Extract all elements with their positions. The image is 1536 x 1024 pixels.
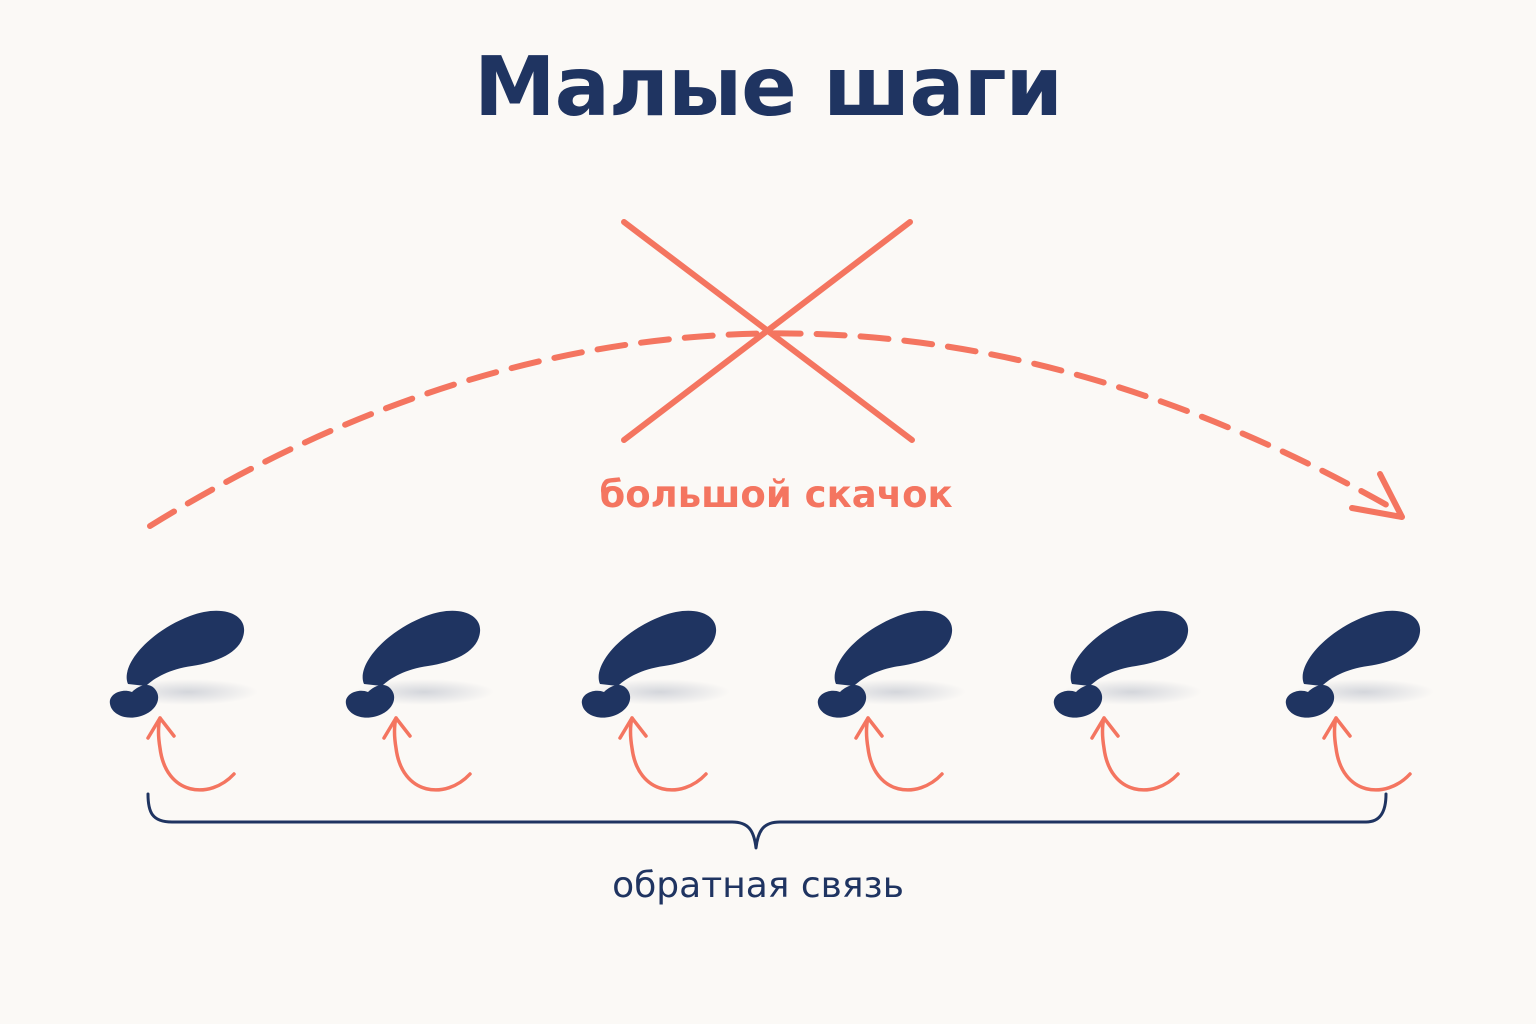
feedback-brace: [146, 792, 1388, 850]
feedback-label: обратная связь: [612, 865, 904, 906]
step-3: [581, 610, 730, 792]
feedback-arrow-icon: [146, 716, 236, 792]
step-5: [1053, 610, 1202, 792]
page-title: Малые шаги: [473, 40, 1063, 135]
feedback-arrow-icon: [1322, 716, 1412, 792]
step-4: [817, 610, 966, 792]
big-jump-arc: [147, 330, 1395, 529]
feedback-arrow-icon: [1090, 716, 1180, 792]
step-1: [109, 610, 258, 792]
feedback-arrow-icon: [618, 716, 708, 792]
step-2: [345, 610, 494, 792]
big-jump-label: большой скачок: [599, 473, 953, 516]
feedback-arrow-icon: [382, 716, 472, 792]
step-6: [1285, 610, 1434, 792]
big-jump-arrowhead: [1349, 471, 1405, 520]
cross-icon: [621, 219, 915, 443]
feedback-arrow-icon: [854, 716, 944, 792]
